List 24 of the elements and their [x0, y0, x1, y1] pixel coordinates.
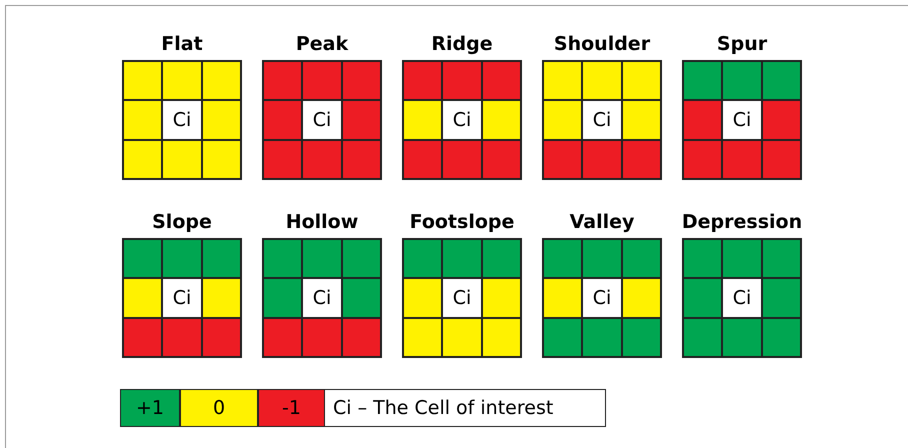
grid-cell: Ci [722, 100, 762, 140]
grid-title: Shoulder [552, 32, 652, 56]
grid-cell: Ci [162, 100, 202, 140]
grid-title: Valley [568, 210, 636, 234]
key-note: Ci – The Cell of interest [324, 389, 606, 427]
grid-title: Slope [151, 210, 213, 234]
grid-title: Hollow [284, 210, 360, 234]
grid-cell: Ci [582, 278, 622, 318]
grid-title: Footslope [408, 210, 516, 234]
grid-title: Depression [680, 210, 804, 234]
grid-cell: Ci [302, 100, 342, 140]
grid-cell: Ci [302, 278, 342, 318]
legend-swatch: +1 [120, 389, 180, 427]
legend-swatch: 0 [180, 389, 258, 427]
grid-title: Ridge [430, 32, 494, 56]
grid-cell: Ci [442, 278, 482, 318]
grid-title: Flat [160, 32, 204, 56]
grid-title: Spur [716, 32, 768, 56]
grid-cell: Ci [162, 278, 202, 318]
grid-cell: Ci [582, 100, 622, 140]
grid-title: Peak [294, 32, 350, 56]
grid-cell: Ci [442, 100, 482, 140]
grid-cell: Ci [722, 278, 762, 318]
legend-swatch: -1 [258, 389, 325, 427]
